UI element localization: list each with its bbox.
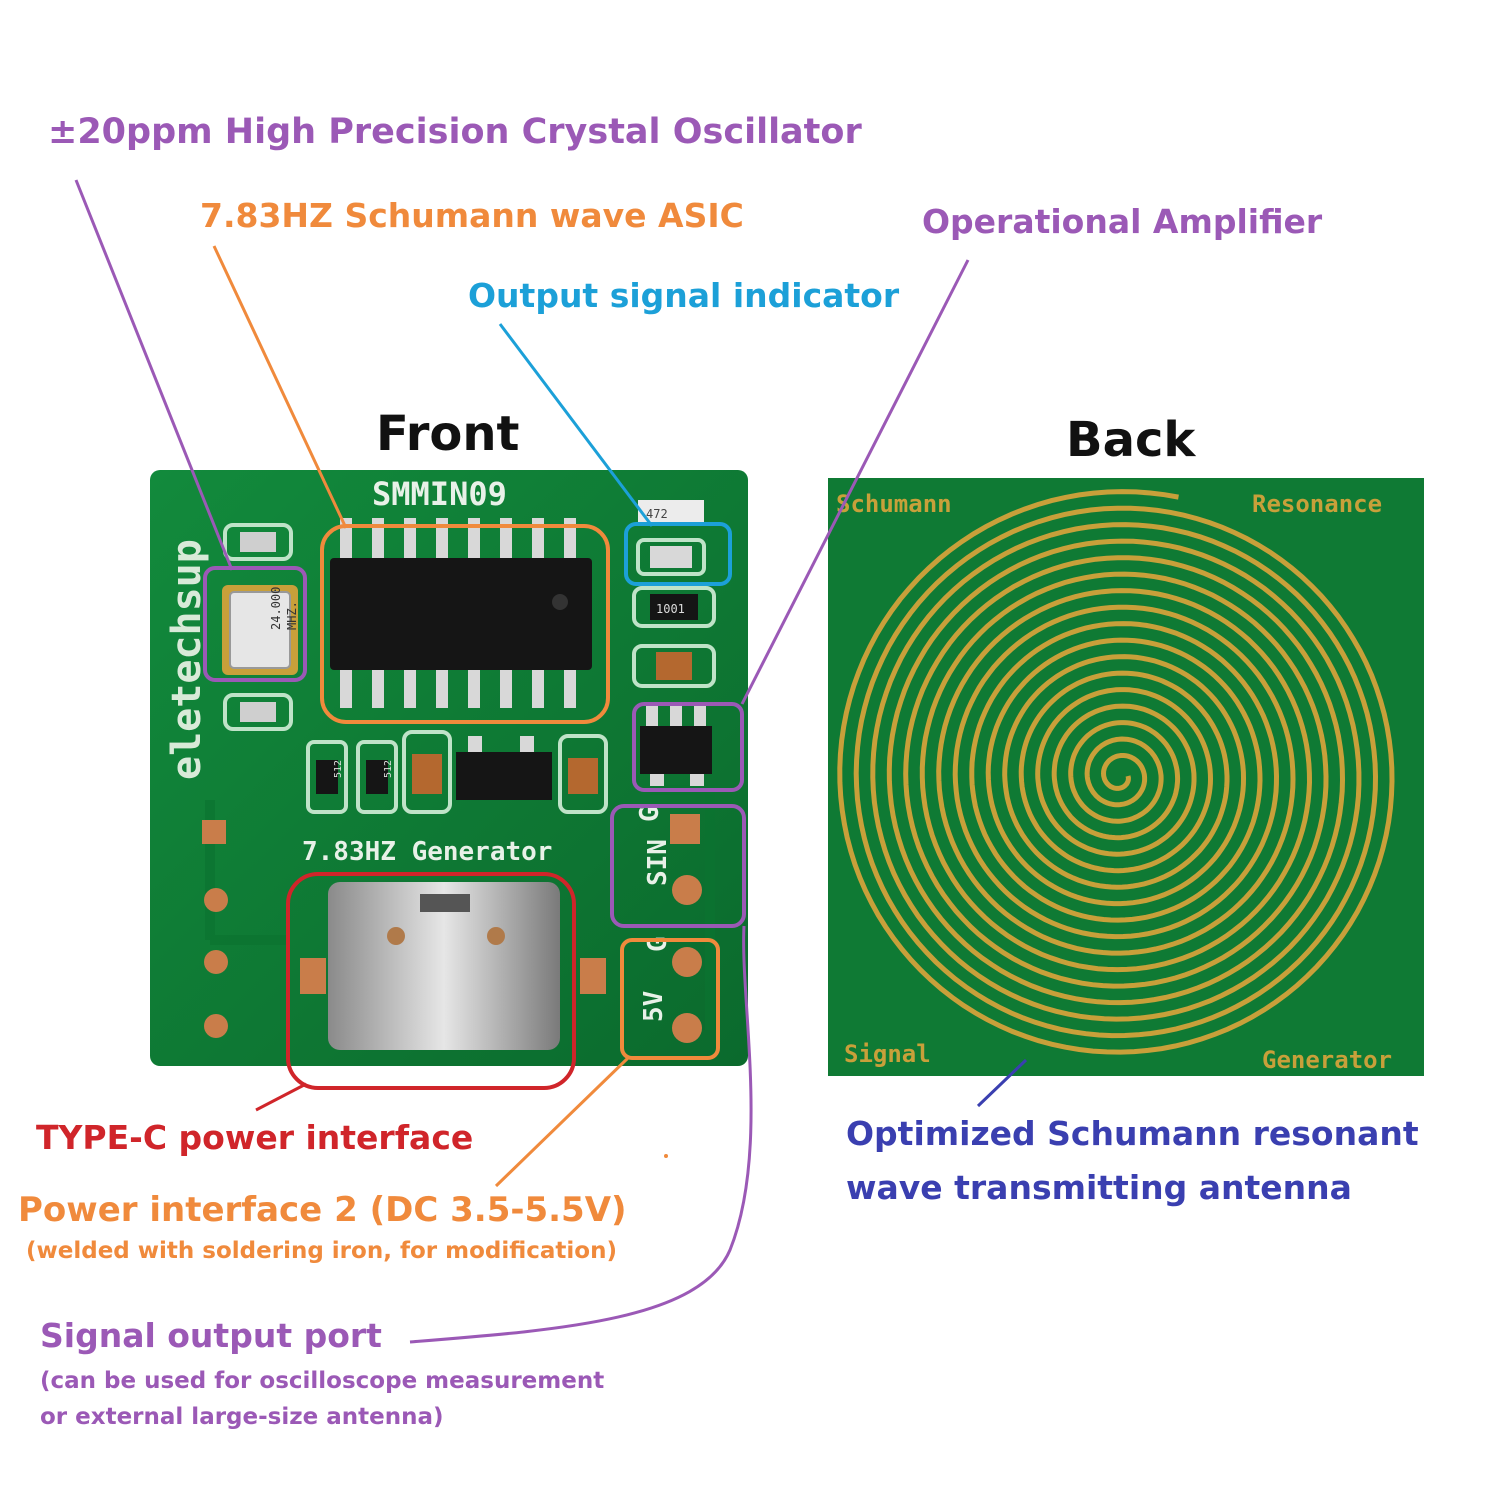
antenna-label-2: wave transmitting antenna (846, 1168, 1352, 1207)
power2-note: (welded with soldering iron, for modific… (26, 1238, 617, 1264)
opamp-label: Operational Amplifier (922, 202, 1323, 241)
antenna-label-1: Optimized Schumann resonant (846, 1114, 1419, 1153)
resistor-512-a: 512 (306, 740, 348, 814)
asic-label: 7.83HZ Schumann wave ASIC (200, 196, 744, 235)
corner-bl: Signal (844, 1040, 931, 1068)
pad-g1-label: G (635, 806, 665, 822)
signal-port-label: Signal output port (40, 1316, 382, 1355)
typec-leader (255, 1082, 307, 1112)
power2-label: Power interface 2 (DC 3.5-5.5V) (18, 1190, 627, 1230)
crystal-label: ±20ppm High Precision Crystal Oscillator (48, 112, 862, 152)
front-board-photo: eletechsup SMMIN09 24.000 MHZ. 472 10 (150, 470, 748, 1066)
power2-leader (494, 1056, 630, 1188)
model-text: SMMIN09 (372, 475, 507, 513)
pad-5v-label: 5V (639, 991, 669, 1022)
indicator-label: Output signal indicator (468, 276, 900, 315)
antenna-spiral (837, 489, 1395, 1055)
crystal-oscillator: 24.000 MHZ. (222, 585, 299, 675)
svg-text:24.000: 24.000 (269, 587, 283, 630)
antenna-trace (837, 489, 1395, 1055)
pad-sin-label: SIN (643, 839, 673, 886)
signal-note-2: or external large-size antenna) (40, 1404, 444, 1430)
opamp-chip (640, 704, 712, 786)
typec-label: TYPE-C power interface (36, 1118, 474, 1157)
front-heading: Front (376, 406, 520, 462)
svg-text:1001: 1001 (656, 602, 685, 616)
board-title: 7.83HZ Generator (302, 837, 552, 867)
resistor-1001: 1001 (632, 586, 716, 628)
brand-text: eletechsup (164, 539, 210, 780)
svg-text:472: 472 (646, 507, 668, 521)
resistor-512-b: 512 (356, 740, 398, 814)
corner-br: Generator (1262, 1046, 1392, 1074)
corner-tl: Schumann (836, 490, 952, 518)
back-board-photo: Schumann Resonance Signal Generator (828, 478, 1424, 1076)
svg-text:MHZ.: MHZ. (285, 601, 299, 630)
svg-text:512: 512 (383, 760, 394, 778)
back-heading: Back (1066, 412, 1196, 468)
corner-tr: Resonance (1252, 490, 1382, 518)
pad-g2-label: G (643, 936, 673, 952)
signal-note-1: (can be used for oscilloscope measuremen… (40, 1368, 605, 1394)
svg-text:512: 512 (333, 760, 344, 778)
